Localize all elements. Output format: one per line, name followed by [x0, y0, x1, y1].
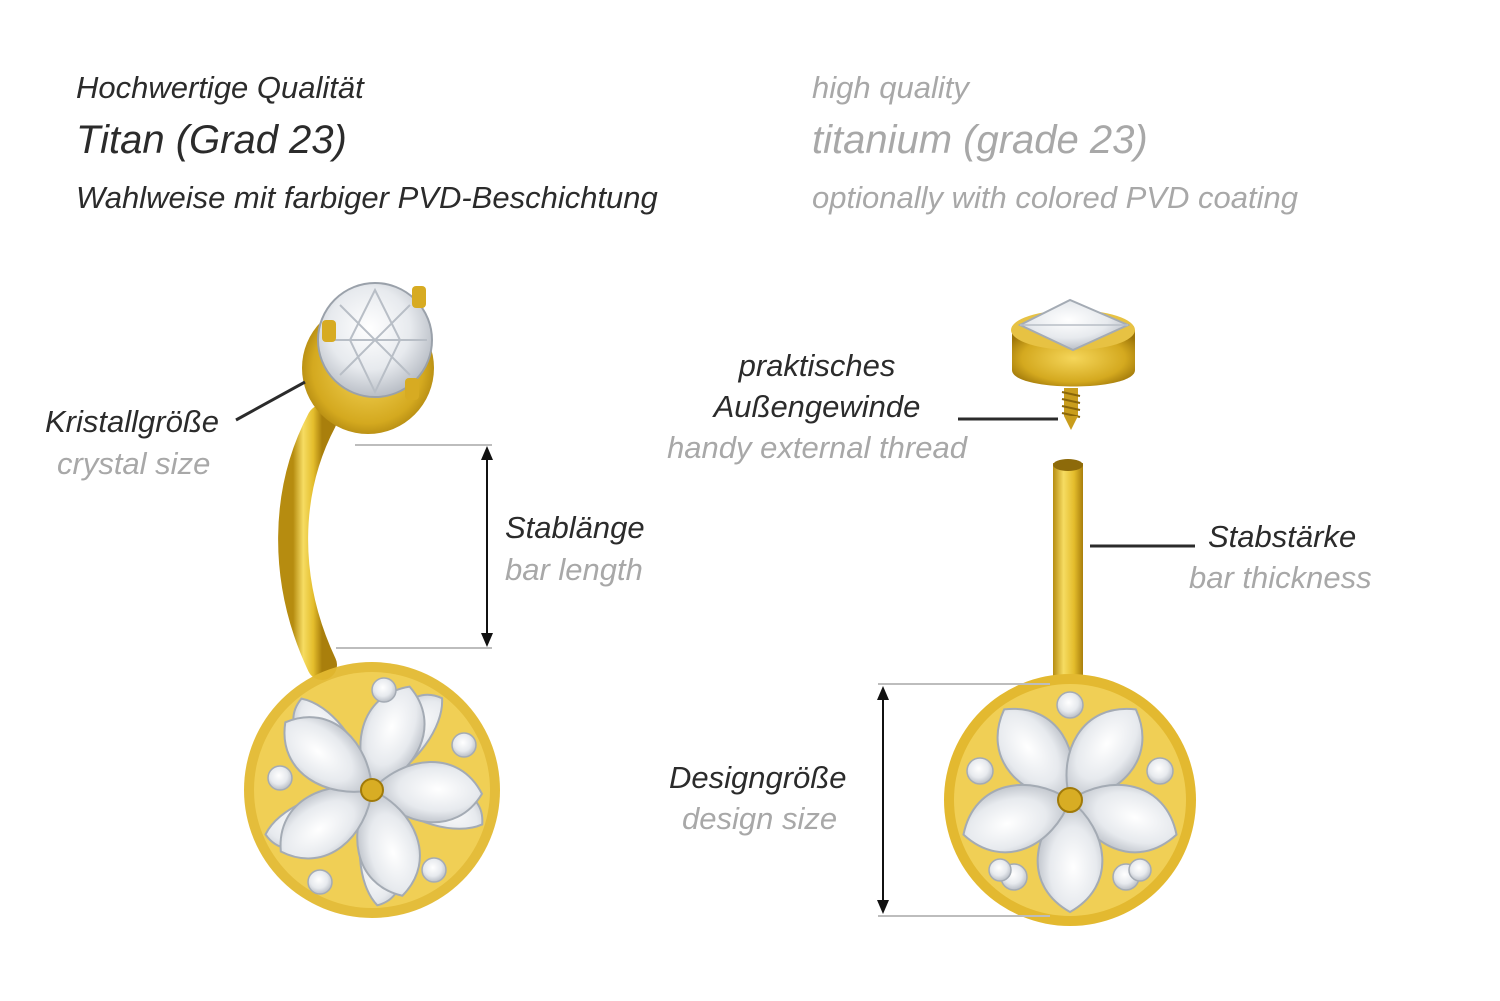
header-coating-de: Wahlweise mit farbiger PVD-Beschichtung: [76, 180, 658, 215]
bar-length-dimension: [336, 444, 493, 649]
header-material-en: titanium (grade 23): [812, 118, 1148, 162]
thread-label-en: handy external thread: [667, 430, 967, 465]
threaded-top-ball: [1011, 298, 1135, 430]
flower-design: [944, 674, 1196, 926]
flower-design: [244, 662, 500, 918]
curved-bar: [278, 405, 337, 680]
right-piercing: [944, 298, 1196, 926]
thread-label-de-line1: praktisches: [738, 348, 896, 383]
bar-length-label-en: bar length: [505, 552, 643, 587]
header-quality-en: high quality: [812, 70, 969, 105]
crystal-size-pointer: [235, 380, 306, 422]
crystal-size-label-en: crystal size: [57, 446, 211, 481]
crystal-size-label-de: Kristallgröße: [45, 404, 219, 439]
design-size-dimension: [877, 683, 1050, 917]
thread-label-de-line2: Außengewinde: [713, 389, 921, 424]
design-size-label-en: design size: [682, 801, 838, 836]
header-material-de: Titan (Grad 23): [76, 118, 347, 162]
design-size-label-de: Designgröße: [669, 760, 847, 795]
bar-length-label-de: Stablänge: [505, 510, 645, 545]
header-quality-de: Hochwertige Qualität: [76, 70, 364, 105]
straight-bar: [1053, 463, 1083, 703]
bar-thickness-label-de: Stabstärke: [1208, 519, 1357, 554]
left-piercing: [244, 282, 500, 918]
bar-thickness-label-en: bar thickness: [1189, 560, 1372, 595]
header-coating-en: optionally with colored PVD coating: [812, 180, 1298, 215]
